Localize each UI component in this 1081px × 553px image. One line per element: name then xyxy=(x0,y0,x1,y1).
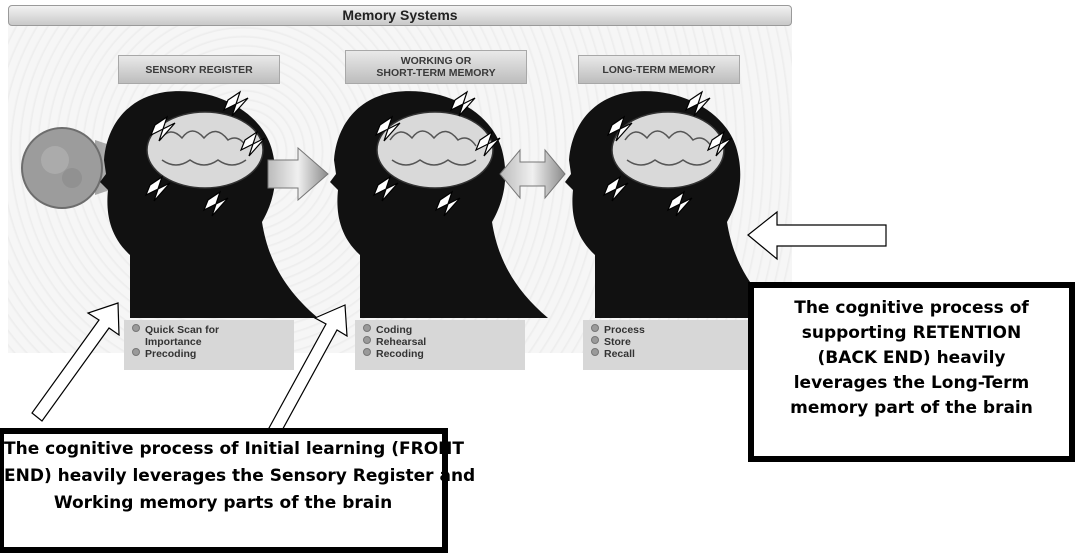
head-long-term-icon xyxy=(565,91,783,318)
retention-callout-line: (BACK END) heavily xyxy=(817,348,1006,368)
initial-learning-callout-line: END) heavily leverages the Sensory Regis… xyxy=(4,466,476,486)
head-working-icon xyxy=(330,91,548,318)
list-item: Precoding xyxy=(132,348,294,360)
initial-learning-callout: The cognitive process of Initial learnin… xyxy=(0,428,476,553)
brain-sensory-icon xyxy=(146,111,264,189)
flow-arrow-1-icon xyxy=(267,146,329,202)
bullet-icon xyxy=(132,324,140,332)
sensory-register-label: SENSORY REGISTER xyxy=(118,55,280,84)
working-memory-label-line2: SHORT-TERM MEMORY xyxy=(376,67,496,79)
retention-callout-line: memory part of the brain xyxy=(790,398,1033,418)
bullet-icon xyxy=(363,336,371,344)
list-item: Process xyxy=(591,324,753,336)
list-item: Store xyxy=(591,336,753,348)
list-item: Rehearsal xyxy=(363,336,525,348)
brain-working-icon xyxy=(376,111,494,189)
long-term-memory-label-text: LONG-TERM MEMORY xyxy=(602,63,716,76)
sensory-register-label-text: SENSORY REGISTER xyxy=(145,63,253,76)
working-memory-label: WORKING OR SHORT-TERM MEMORY xyxy=(345,50,527,84)
list-item: Recall xyxy=(591,348,753,360)
retention-callout-line: supporting RETENTION xyxy=(801,323,1022,343)
retention-callout-line: leverages the Long-Term xyxy=(793,373,1030,393)
initial-learning-callout-line: The cognitive process of Initial learnin… xyxy=(4,439,464,459)
diagram-title: Memory Systems xyxy=(8,5,792,26)
bullet-icon xyxy=(591,348,599,356)
pointer-arrow-sensory-icon xyxy=(31,302,120,422)
working-memory-label-line1: WORKING OR xyxy=(400,55,472,67)
working-memory-list: Coding Rehearsal Recoding xyxy=(355,320,525,370)
bullet-icon xyxy=(363,348,371,356)
list-item: Recoding xyxy=(363,348,525,360)
head-sensory-icon xyxy=(100,91,318,318)
bullet-icon xyxy=(591,324,599,332)
list-item: Quick Scan for xyxy=(132,324,294,336)
bullet-icon xyxy=(132,348,140,356)
retention-callout: The cognitive process of supporting RETE… xyxy=(748,282,1075,462)
list-item: Importance xyxy=(145,336,202,348)
bullet-icon xyxy=(363,324,371,332)
sensory-register-list: Quick Scan for Importance Precoding xyxy=(124,320,294,370)
flow-arrow-2-icon xyxy=(499,148,566,200)
long-term-memory-label: LONG-TERM MEMORY xyxy=(578,55,740,84)
pointer-arrow-long-term-icon xyxy=(747,210,887,261)
brain-long-term-icon xyxy=(611,111,725,189)
bullet-icon xyxy=(591,336,599,344)
retention-callout-line: The cognitive process of xyxy=(794,298,1029,318)
list-item: Coding xyxy=(363,324,525,336)
initial-learning-callout-line: Working memory parts of the brain xyxy=(53,493,393,513)
diagram-illustration xyxy=(21,91,887,435)
long-term-memory-list: Process Store Recall xyxy=(583,320,753,370)
